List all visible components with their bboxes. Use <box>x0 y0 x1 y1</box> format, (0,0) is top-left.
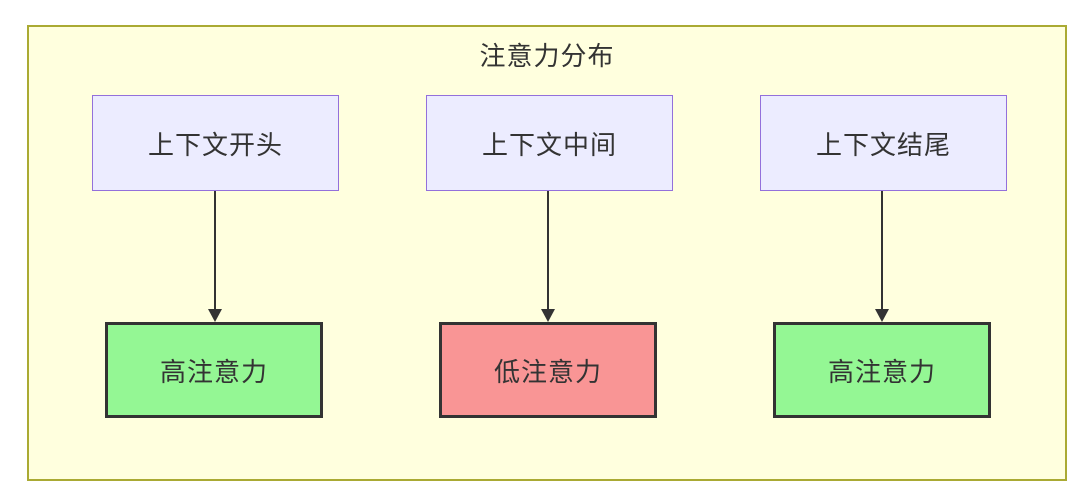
edge-line <box>214 191 216 310</box>
edge-line <box>547 191 549 310</box>
arrow-down-icon <box>875 309 889 322</box>
arrow-down-icon <box>541 309 555 322</box>
node-context-start: 上下文开头 <box>92 95 339 191</box>
node-context-middle: 上下文中间 <box>426 95 673 191</box>
node-attention-middle: 低注意力 <box>439 322 657 418</box>
diagram-title: 注意力分布 <box>479 41 615 71</box>
edge-middle-to-low <box>540 191 556 322</box>
edge-line <box>881 191 883 310</box>
arrow-down-icon <box>208 309 222 322</box>
edge-end-to-high <box>874 191 890 322</box>
attention-distribution-group: 注意力分布 上下文开头 上下文中间 上下文结尾 高注意力 低注意力 高注意力 <box>27 25 1067 481</box>
node-context-end: 上下文结尾 <box>760 95 1007 191</box>
edge-start-to-high <box>207 191 223 322</box>
node-attention-start: 高注意力 <box>105 322 323 418</box>
node-attention-end: 高注意力 <box>773 322 991 418</box>
